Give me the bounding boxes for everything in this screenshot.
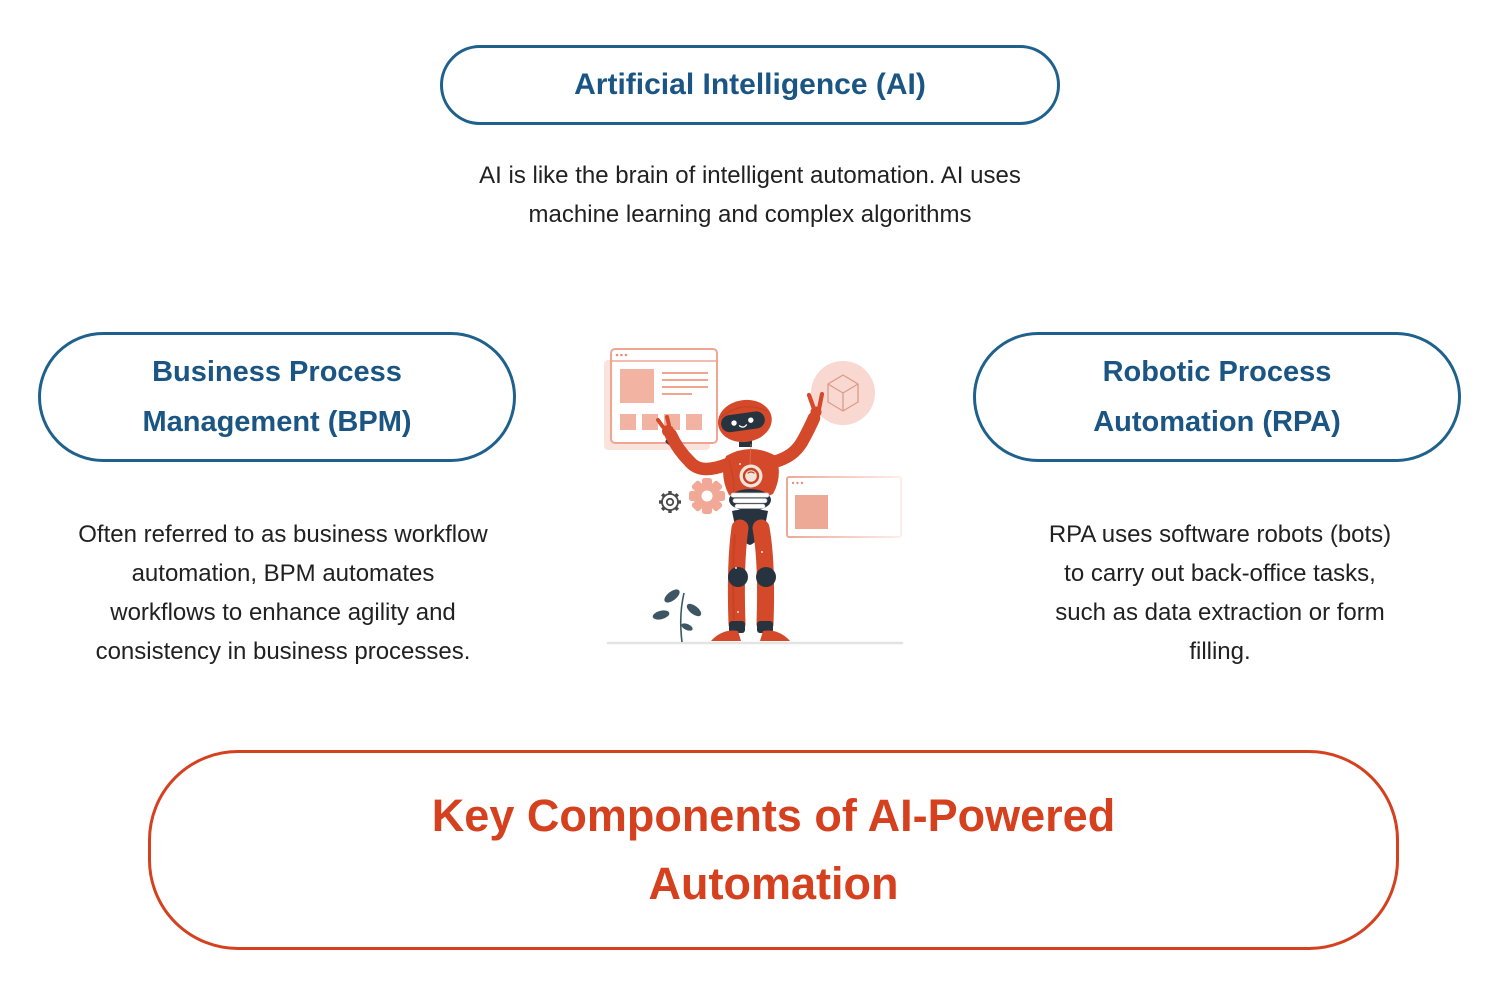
rpa-pill: Robotic Process Automation (RPA): [973, 332, 1461, 462]
robot-figure: [656, 391, 825, 641]
ai-pill: Artificial Intelligence (AI): [440, 45, 1060, 125]
rpa-description: RPA uses software robots (bots) to carry…: [1048, 521, 1392, 665]
ai-description: AI is like the brain of intelligent auto…: [479, 162, 1021, 228]
bpm-pill-label: Business Process Management (BPM): [142, 356, 412, 438]
robot-illustration: [590, 330, 920, 660]
gear-outline-icon: [659, 491, 681, 513]
app-window-right-graphic: [786, 476, 902, 538]
plant-graphic: [652, 589, 702, 643]
ai-pill-label: Artificial Intelligence (AI): [574, 68, 926, 101]
cube-badge-graphic: [811, 361, 875, 425]
rpa-pill-label: Robotic Process Automation (RPA): [1093, 356, 1341, 438]
footer-title-box: Key Components of AI-Powered Automation: [148, 750, 1399, 950]
main-title: Key Components of AI-Powered Automation: [431, 790, 1116, 909]
bpm-description: Often referred to as business workflow a…: [78, 521, 488, 665]
bpm-pill: Business Process Management (BPM): [38, 332, 516, 462]
app-window-left-graphic: [604, 348, 718, 450]
gear-filled-icon: [689, 478, 725, 514]
